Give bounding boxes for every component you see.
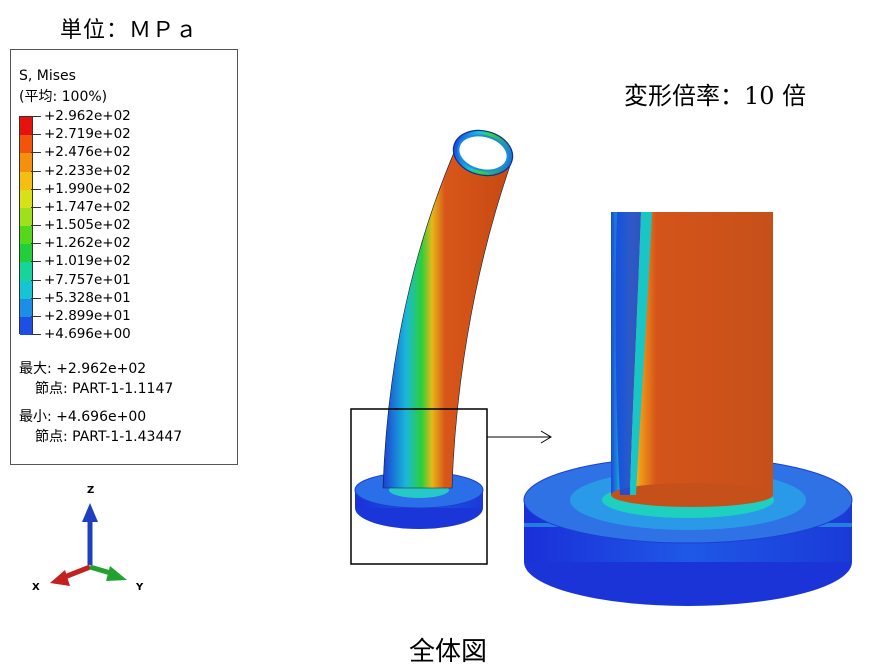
- large-pipe-mid-band: [630, 212, 652, 495]
- zoomed-model: [523, 212, 853, 606]
- legend-tick-mark: [31, 152, 41, 154]
- z-label: Z: [87, 485, 94, 496]
- unit-label: 単位：ＭＰａ: [60, 18, 199, 43]
- legend-tick-label: +1.505e+02: [44, 217, 131, 233]
- zoom-box: [350, 408, 488, 565]
- legend-tick-mark: [31, 170, 41, 172]
- color-band: [20, 135, 32, 154]
- coordinate-triad: Z X Y: [32, 485, 144, 593]
- legend-tick-label: +1.262e+02: [44, 235, 131, 252]
- color-band: [20, 280, 32, 300]
- min-value: 最小: +4.696e+00: [19, 409, 147, 425]
- legend-tick-mark: [31, 297, 41, 299]
- legend-tick-label: +1.019e+02: [44, 253, 131, 270]
- max-value: 最大: +2.962e+02: [19, 361, 147, 377]
- z-arrowhead: [82, 503, 98, 522]
- x-arrowhead: [50, 570, 70, 586]
- color-band: [20, 244, 32, 263]
- color-band: [20, 298, 32, 318]
- color-band: [20, 316, 32, 336]
- legend-tick-mark: [31, 261, 41, 263]
- color-band: [20, 262, 32, 281]
- y-label: Y: [135, 582, 144, 593]
- large-pipe-base: [611, 483, 773, 507]
- deformation-scale-label: 変形倍率：10 倍: [624, 82, 807, 110]
- legend-tick-mark: [31, 225, 41, 226]
- color-band: [20, 171, 32, 191]
- legend-tick-label: +1.990e+02: [44, 180, 131, 197]
- figure-caption: 全体図: [409, 637, 488, 667]
- x-label: X: [32, 582, 40, 593]
- color-band: [20, 207, 32, 227]
- legend-tick-label: +2.719e+02: [44, 126, 131, 143]
- legend-tick-label: +4.696e+00: [44, 326, 131, 342]
- small-pipe-opening: [457, 134, 509, 172]
- legend-tick-mark: [31, 134, 41, 136]
- color-band: [20, 189, 32, 209]
- legend-tick-mark: [31, 279, 41, 281]
- contour-legend: S, Mises (平均: 100%) +2.962e+02 +2.719e+02…: [10, 49, 238, 465]
- legend-tick-mark: [31, 334, 41, 335]
- max-node: 節点: PART-1-1.1147: [35, 381, 174, 397]
- legend-tick-mark: [31, 243, 41, 245]
- legend-title: S, Mises: [19, 68, 76, 84]
- zoom-arrowhead: [540, 430, 552, 444]
- color-band: [20, 117, 32, 136]
- large-pipe-low-stress-band: [615, 212, 641, 495]
- y-arrowhead: [106, 566, 127, 581]
- legend-tick-mark: [31, 116, 41, 117]
- legend-tick-label: +7.757e+01: [44, 271, 131, 288]
- legend-tick-label: +1.747e+02: [44, 198, 131, 215]
- legend-averaging: (平均: 100%): [19, 89, 108, 105]
- min-node: 節点: PART-1-1.43447: [35, 429, 183, 445]
- legend-tick-mark: [31, 315, 41, 317]
- color-band: [20, 226, 32, 245]
- color-band: [20, 153, 32, 172]
- legend-tick-mark: [31, 206, 41, 208]
- legend-tick-mark: [31, 188, 41, 190]
- legend-tick-label: +2.899e+01: [44, 307, 131, 324]
- legend-tick-label: +2.962e+02: [44, 108, 131, 124]
- legend-tick-label: +2.476e+02: [44, 144, 131, 161]
- small-model: [354, 129, 514, 529]
- legend-tick-label: +5.328e+01: [44, 289, 131, 306]
- legend-tick-label: +2.233e+02: [44, 162, 131, 179]
